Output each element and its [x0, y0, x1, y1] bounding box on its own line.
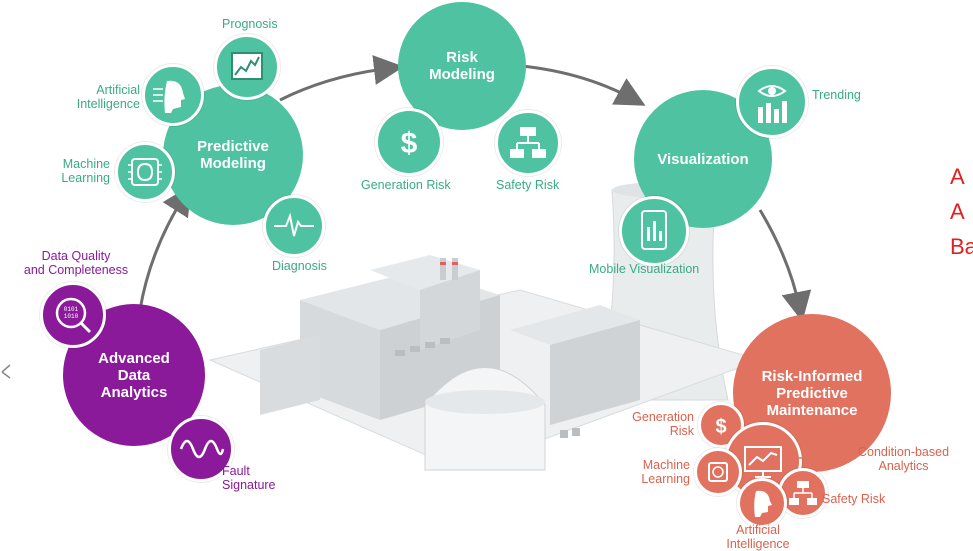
mobile-visualization-icon [619, 196, 689, 266]
prognosis-label: Prognosis [222, 17, 278, 31]
dollar-icon: $ [375, 108, 443, 176]
risk-modeling-title: Risk Modeling [429, 49, 495, 83]
rim-condition-based-label: Condition-based Analytics [858, 445, 950, 473]
rim-safety-risk-label: Safety Risk [822, 492, 886, 506]
trending-icon [736, 66, 808, 138]
rim-generation-risk-label: Generation Risk [632, 410, 694, 438]
svg-text:1010: 1010 [64, 313, 79, 320]
artificial-intelligence-icon [142, 64, 204, 126]
svg-text:$: $ [401, 127, 418, 160]
data-quality-label: Data Quality and Completeness [23, 249, 129, 277]
machine-learning-label: Machine Learning [61, 157, 110, 185]
risk-informed-maintenance-title: Risk-Informed Predictive Maintenance [761, 367, 863, 419]
diagnosis-icon [263, 195, 325, 257]
data-quality-icon: 0101 1010 [40, 282, 106, 348]
diagnosis-label: Diagnosis [272, 259, 327, 273]
org-chart-icon [495, 110, 561, 176]
side-text-2: A [950, 199, 965, 224]
risk-informed-maintenance-node: Risk-Informed Predictive Maintenance [733, 314, 891, 472]
side-text-3: Ba [950, 234, 973, 259]
mobile-visualization-label: Mobile Visualization [589, 262, 700, 276]
visualization-title: Visualization [657, 150, 749, 168]
svg-text:$: $ [715, 416, 726, 438]
safety-risk-label: Safety Risk [496, 178, 560, 192]
advanced-data-analytics-title: Advanced Data Analytics [98, 349, 170, 401]
predictive-modeling-title: Predictive Modeling [197, 138, 269, 172]
side-text-1: A [950, 164, 965, 189]
rim-artificial-intelligence-label: Artificial Intelligence [726, 523, 790, 551]
rim-machine-learning-icon [694, 448, 742, 496]
trending-label: Trending [812, 88, 861, 102]
machine-learning-icon [115, 142, 175, 202]
rim-dollar-icon: $ [698, 402, 744, 448]
fault-signature-icon [168, 416, 234, 482]
svg-text:0101: 0101 [64, 306, 79, 313]
rim-machine-learning-label: Machine Learning [641, 458, 690, 486]
rim-artificial-intelligence-icon [737, 478, 787, 528]
generation-risk-label: Generation Risk [361, 178, 451, 192]
prognosis-icon [214, 34, 280, 100]
artificial-intelligence-label: Artificial Intelligence [76, 83, 140, 111]
fault-signature-label: Fault Signature [222, 464, 276, 492]
